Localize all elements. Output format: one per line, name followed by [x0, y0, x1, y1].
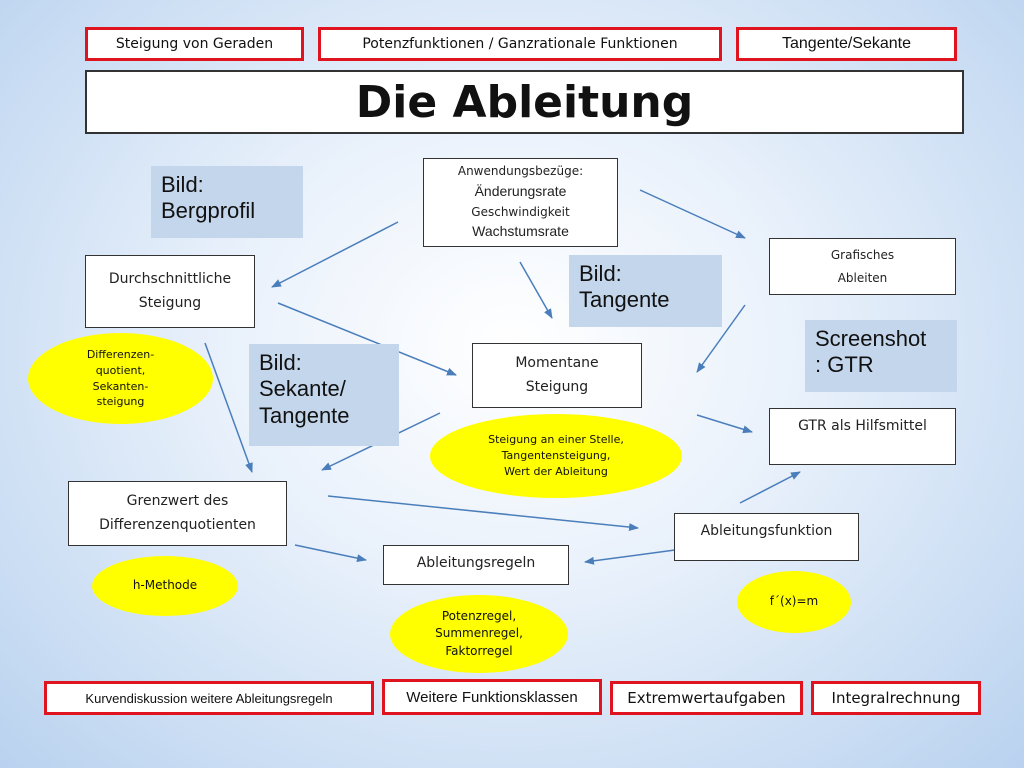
nav-integralrechnung[interactable]: Integralrechnung [811, 681, 981, 715]
image-placeholder-sekante: Bild: Sekante/ Tangente [249, 344, 399, 446]
node-ableitungsfunktion: Ableitungsfunktion [674, 513, 859, 561]
node-grenzwert-differenzenquotient: Grenzwert des Differenzenquotienten [68, 481, 287, 546]
node-line: GTR als Hilfsmittel [798, 418, 927, 434]
node-line: Anwendungsbezüge: [457, 164, 584, 179]
image-label-line: Bild: [259, 350, 302, 375]
node-line: Steigung [138, 294, 202, 311]
note-steigung-stelle: Steigung an einer Stelle, Tangentensteig… [430, 414, 682, 498]
node-gtr-hilfsmittel: GTR als Hilfsmittel [769, 408, 956, 465]
node-line: Grafisches [830, 247, 895, 262]
image-label-line: Bergprofil [161, 198, 256, 224]
arrow-ableitungsfunktion-gtr [739, 471, 801, 504]
arrow-grenzwert-ableitungsfunktion [327, 495, 639, 532]
image-placeholder-tangente: Bild: Tangente [569, 255, 722, 327]
note-differenzenquotient: Differenzen- quotient, Sekanten- steigun… [28, 333, 213, 424]
node-grafisches-ableiten: Grafisches Ableiten [769, 238, 956, 295]
note-line: Potenzregel, [441, 608, 517, 623]
node-line: Ableitungsregeln [416, 555, 536, 571]
nav-extremwertaufgaben[interactable]: Extremwertaufgaben [610, 681, 803, 715]
nav-weitere-funktionsklassen[interactable]: Weitere Funktionsklassen [382, 679, 602, 715]
image-label-line: Bild: [161, 172, 204, 197]
note-line: Differenzen- [86, 347, 155, 361]
page-title: Die Ableitung [85, 70, 964, 134]
image-label-line: Sekante/ [259, 376, 346, 402]
image-placeholder-bergprofil: Bild: Bergprofil [151, 166, 303, 238]
note-line: f´(x)=m [769, 594, 819, 609]
node-line: Wachstumsrate [472, 223, 569, 240]
node-line: Geschwindigkeit [471, 204, 570, 219]
note-ableitungsregeln: Potenzregel, Summenregel, Faktorregel [390, 595, 568, 673]
note-line: Steigung an einer Stelle, [488, 433, 624, 447]
node-line: Grenzwert des [126, 492, 229, 509]
node-line: Änderungsrate [474, 182, 567, 199]
arrow-anwendung-momentan [519, 261, 553, 319]
node-line: Steigung [525, 378, 589, 395]
image-label-line: : GTR [815, 352, 874, 378]
image-label-line: Bild: [579, 261, 622, 286]
node-ableitungsregeln: Ableitungsregeln [383, 545, 569, 585]
node-line: Durchschnittliche [108, 270, 232, 287]
note-line: Faktorregel [445, 643, 513, 658]
node-line: Differenzenquotienten [99, 516, 256, 533]
image-label-line: Screenshot [815, 326, 927, 351]
note-line: steigung [96, 395, 145, 409]
note-line: Wert der Ableitung [504, 464, 608, 478]
note-line: h-Methode [132, 578, 198, 593]
arrow-momentan-gtr [696, 414, 753, 434]
image-placeholder-gtr: Screenshot : GTR [805, 320, 957, 392]
note-h-methode: h-Methode [92, 556, 238, 616]
note-line: Tangentensteigung, [501, 449, 611, 463]
note-line: Summenregel, [435, 626, 523, 641]
arrow-anwendung-grafisch [639, 189, 746, 239]
arrow-grenzwert-ableitungsregeln [294, 544, 367, 563]
note-fstrich: f´(x)=m [737, 571, 851, 633]
arrow-durchschnitt-momentan [277, 302, 457, 376]
image-label-line: Tangente [259, 402, 350, 428]
node-line: Momentane [515, 354, 599, 371]
node-anwendungsbezuege: Anwendungsbezüge: Änderungsrate Geschwin… [423, 158, 618, 247]
image-label-line: Tangente [579, 287, 670, 313]
arrow-durchschnitt-grenzwert [204, 342, 253, 473]
node-line: Ableiten [837, 270, 888, 285]
node-line: Ableitungsfunktion [700, 523, 833, 539]
note-line: Sekanten- [92, 379, 149, 393]
arrow-grafisch-momentan [696, 304, 746, 373]
nav-steigung-geraden[interactable]: Steigung von Geraden [85, 27, 304, 61]
nav-potenzfunktionen[interactable]: Potenzfunktionen / Ganzrationale Funktio… [318, 27, 722, 61]
node-durchschnittliche-steigung: Durchschnittliche Steigung [85, 255, 255, 328]
nav-kurvendiskussion[interactable]: Kurvendiskussion weitere Ableitungsregel… [44, 681, 374, 715]
arrow-anwendung-durchschnitt [271, 221, 399, 288]
note-line: quotient, [95, 363, 146, 377]
node-momentane-steigung: Momentane Steigung [472, 343, 642, 408]
nav-tangente-sekante[interactable]: Tangente/Sekante [736, 27, 957, 61]
arrow-ableitungsfunktion-regeln [584, 549, 676, 565]
